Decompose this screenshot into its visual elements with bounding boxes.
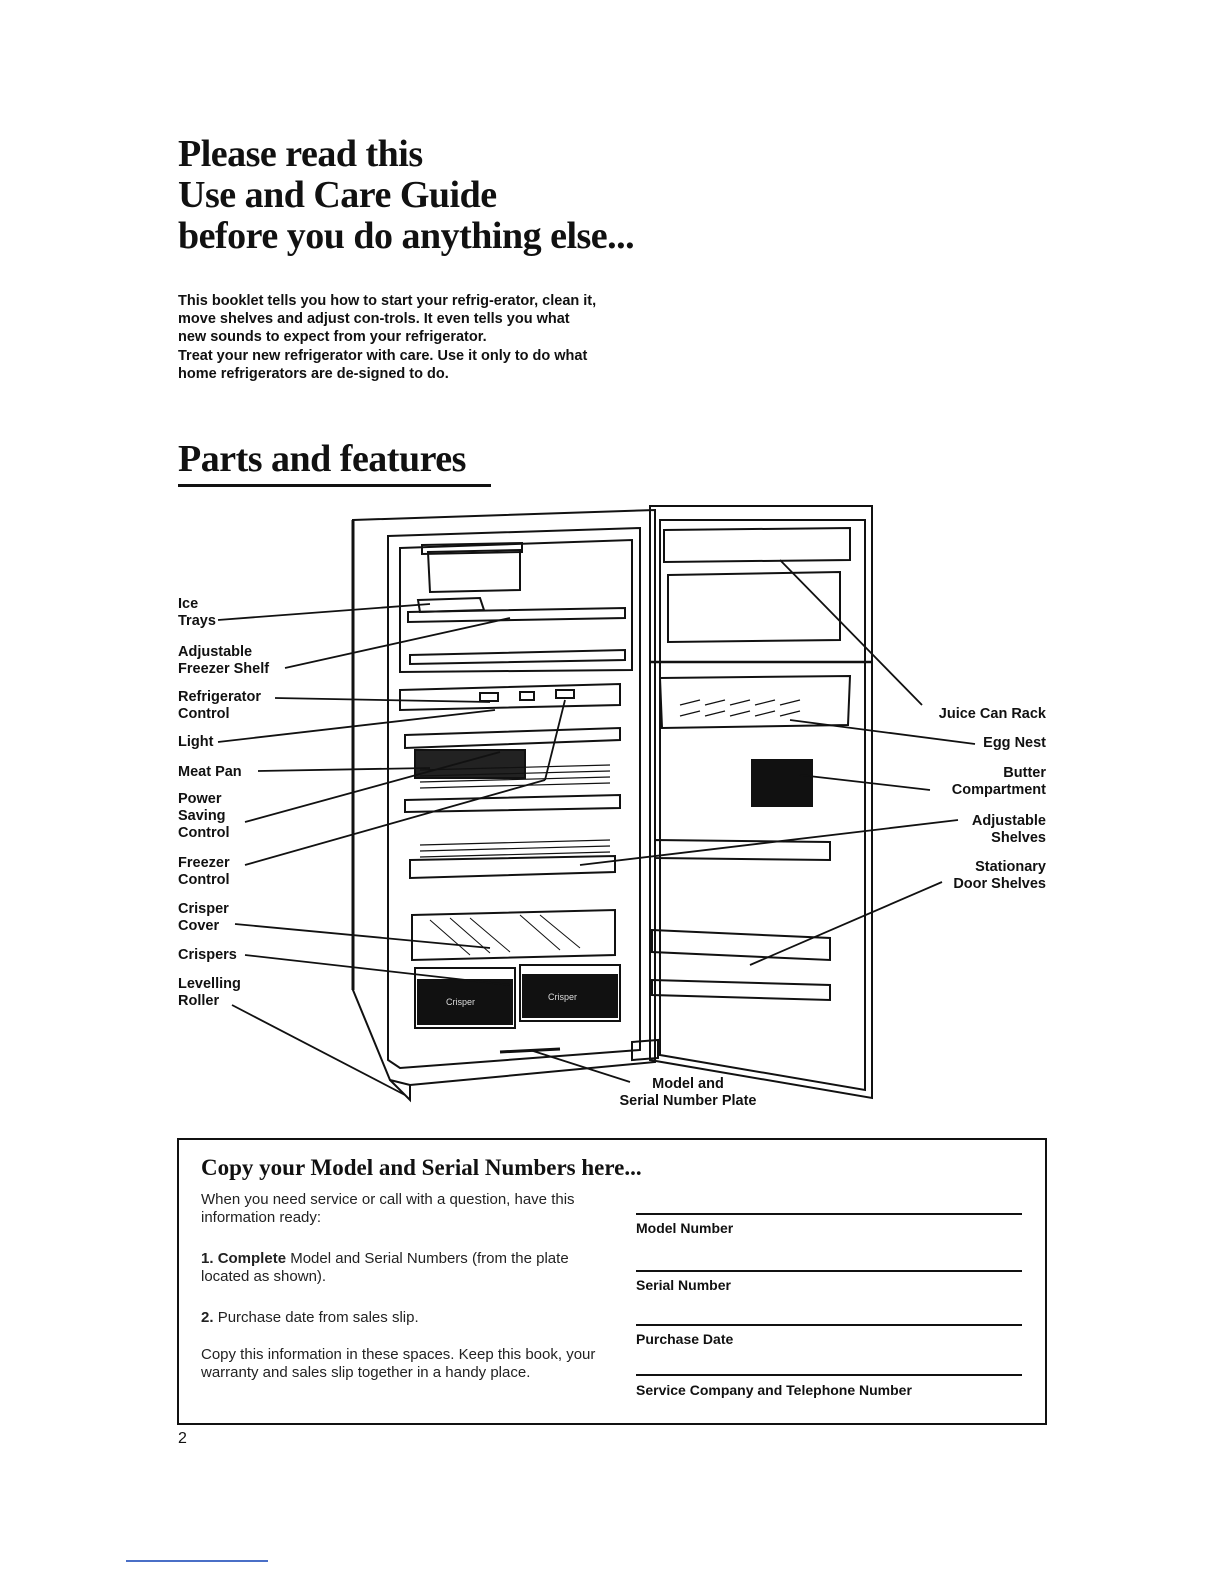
- label-model-serial-plate: Model and Serial Number Plate: [619, 1076, 757, 1109]
- juice-can-rack: [663, 526, 851, 564]
- record-box: [177, 1138, 1047, 1425]
- page-number: 2: [178, 1430, 187, 1447]
- label-light: Light: [178, 734, 214, 750]
- door-shelf-1: [654, 838, 831, 862]
- label-meat-pan: Meat Pan: [178, 764, 242, 780]
- leader-crispers: [244, 954, 511, 986]
- serial-number-line[interactable]: [636, 1270, 1022, 1272]
- leader-butter-compartment: [799, 774, 931, 791]
- leader-juice-can-rack: [779, 559, 923, 706]
- door-shelf-2: [651, 928, 831, 962]
- service-company-line[interactable]: [636, 1374, 1022, 1376]
- fridge-shelf-1: [404, 726, 621, 750]
- label-stationary-door-shelves: Stationary Door Shelves: [953, 859, 1046, 892]
- door-outline: [649, 505, 873, 1100]
- page-heading: Please read this Use and Care Guide befo…: [178, 133, 635, 257]
- egg-nest: [658, 674, 852, 730]
- intro-text: This booklet tells you how to start your…: [178, 292, 598, 383]
- freezer-compartment: [399, 538, 633, 674]
- ice-bin: [426, 548, 521, 594]
- butter-compartment: [751, 759, 813, 807]
- label-freezer-control: Freezer Control: [178, 855, 230, 888]
- intro-paragraph-1: This booklet tells you how to start your…: [178, 293, 597, 346]
- label-egg-nest: Egg Nest: [983, 735, 1046, 751]
- label-crisper-cover: Crisper Cover: [178, 901, 229, 934]
- crisper-left-text: Crisper: [446, 997, 475, 1007]
- crisper-cover: [411, 908, 616, 962]
- heading-line-2: Use and Care Guide: [178, 174, 497, 216]
- parts-section-title: Parts and features: [178, 438, 466, 480]
- intro-paragraph-2: Treat your new refrigerator with care. U…: [178, 347, 588, 382]
- leader-serial-plate: [529, 1049, 631, 1083]
- heading-line-3: before you do anything else...: [178, 215, 635, 257]
- heading-line-1: Please read this: [178, 133, 423, 175]
- record-step-2: 2. Purchase date from sales slip.: [201, 1309, 419, 1326]
- leader-refrigerator-control: [274, 697, 491, 703]
- freezer-shelf: [407, 606, 626, 624]
- leader-power-saving: [244, 751, 501, 823]
- record-intro: When you need service or call with a que…: [201, 1191, 575, 1226]
- leader-crisper-cover: [234, 923, 491, 949]
- label-juice-can-rack: Juice Can Rack: [938, 706, 1046, 722]
- leader-light: [217, 709, 496, 743]
- record-step-1: 1. Complete Model and Serial Numbers (fr…: [201, 1250, 569, 1285]
- label-ice-trays: Ice Trays: [178, 596, 216, 629]
- record-closing: Copy this information in these spaces. K…: [201, 1346, 596, 1381]
- label-adjustable-freezer-shelf: Adjustable Freezer Shelf: [178, 644, 270, 677]
- label-power-saving-control: Power Saving Control: [178, 791, 230, 841]
- label-adjustable-shelves: Adjustable Shelves: [971, 813, 1046, 846]
- leader-meat-pan: [257, 767, 431, 772]
- label-refrigerator-control: Refrigerator Control: [178, 689, 261, 722]
- leader-egg-nest: [789, 719, 976, 745]
- label-levelling-roller: Levelling Roller: [178, 976, 241, 1009]
- leader-ice-trays: [217, 603, 431, 621]
- model-number-line[interactable]: [636, 1213, 1022, 1215]
- crisper-right: [519, 964, 621, 1022]
- label-crispers: Crispers: [178, 947, 237, 963]
- leader-stationary-door-shelves: [749, 881, 943, 966]
- purchase-date-label: Purchase Date: [636, 1331, 734, 1347]
- fridge-shelf-3: [409, 854, 616, 880]
- leader-levelling-roller: [231, 1004, 406, 1096]
- leader-freezer-control-b: [544, 699, 566, 781]
- service-company-label: Service Company and Telephone Number: [636, 1382, 912, 1398]
- leader-freezer-control-a: [244, 779, 546, 866]
- fridge-shelf-2: [404, 793, 621, 814]
- meat-pan: [414, 749, 526, 779]
- crisper-right-text: Crisper: [548, 992, 577, 1002]
- section-title-underline: [178, 484, 491, 487]
- record-box-title: Copy your Model and Serial Numbers here.…: [201, 1155, 642, 1180]
- cabinet-liner: [387, 526, 641, 1070]
- serial-number-label: Serial Number: [636, 1277, 731, 1293]
- model-number-label: Model Number: [636, 1220, 734, 1236]
- leader-freezer-shelf: [284, 617, 511, 669]
- purchase-date-line[interactable]: [636, 1324, 1022, 1326]
- crisper-left: [414, 967, 516, 1029]
- label-butter-compartment: Butter Compartment: [951, 765, 1046, 798]
- control-housing: [399, 682, 621, 712]
- bottom-link-bar: [126, 1560, 268, 1562]
- leader-adjustable-shelves: [579, 819, 959, 866]
